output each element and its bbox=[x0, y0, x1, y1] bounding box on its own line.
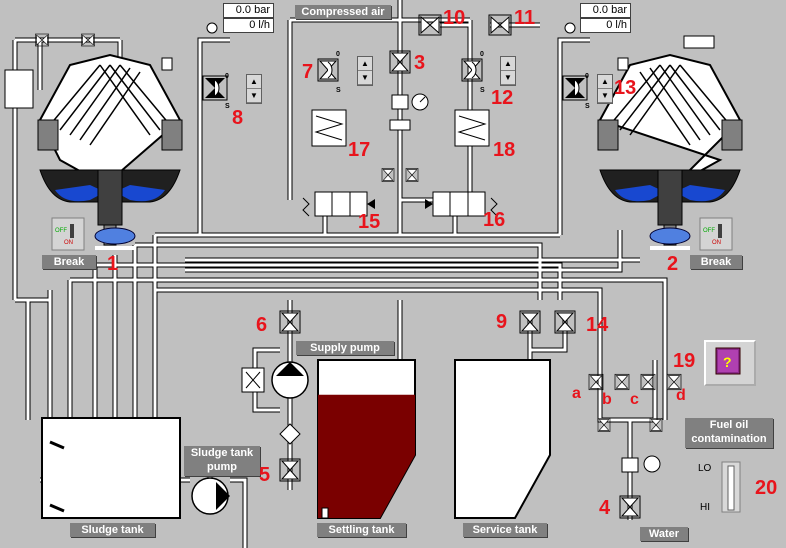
up-arrow-icon[interactable]: ▲ bbox=[501, 57, 515, 71]
label-2: 2 bbox=[667, 253, 679, 275]
label-9: 9 bbox=[496, 311, 508, 333]
svg-text:S: S bbox=[585, 103, 590, 110]
supply-pump-button[interactable] bbox=[268, 362, 312, 400]
left-flow-readout: 0 l/h bbox=[223, 18, 274, 33]
svg-text:S: S bbox=[225, 103, 230, 110]
label-12: 12 bbox=[491, 87, 514, 109]
label-6: 6 bbox=[256, 314, 268, 336]
sludge-tank bbox=[41, 417, 181, 519]
sludge-tank-label: Sludge tank bbox=[70, 523, 155, 537]
control-valve-13: 0 S bbox=[562, 73, 590, 110]
label-13: 13 bbox=[614, 77, 637, 99]
svg-text:S: S bbox=[480, 87, 485, 94]
contamination-slider[interactable] bbox=[722, 462, 740, 512]
svg-text:HI: HI bbox=[700, 502, 710, 513]
svg-text:S: S bbox=[336, 87, 341, 94]
compressed-air-label: Compressed air bbox=[295, 5, 391, 19]
right-pressure-readout: 0.0 bar bbox=[580, 3, 631, 18]
valve-7-spinner[interactable]: ▲▼ bbox=[357, 56, 373, 86]
brake-icon-1 bbox=[94, 227, 136, 250]
valve-9[interactable] bbox=[519, 311, 541, 335]
svg-text:OFF: OFF bbox=[55, 228, 67, 234]
valve-6[interactable] bbox=[280, 311, 302, 335]
valve-14[interactable] bbox=[554, 311, 576, 335]
label-11: 11 bbox=[514, 7, 536, 29]
svg-text:0: 0 bbox=[225, 73, 229, 80]
label-17: 17 bbox=[348, 139, 371, 161]
label-1: 1 bbox=[107, 253, 119, 275]
label-3: 3 bbox=[414, 52, 426, 74]
valve-4[interactable] bbox=[620, 496, 642, 520]
valve-10[interactable] bbox=[418, 14, 442, 36]
valve-13-spinner[interactable]: ▲▼ bbox=[597, 74, 613, 104]
contamination-gauge: LO HI bbox=[698, 461, 741, 513]
svg-text:0: 0 bbox=[480, 51, 484, 58]
break-button-2[interactable]: Break bbox=[690, 255, 742, 269]
svg-text:ON: ON bbox=[712, 240, 721, 246]
down-arrow-icon[interactable]: ▼ bbox=[501, 71, 515, 85]
left-pressure-readout: 0.0 bar bbox=[223, 3, 274, 18]
valve-8-spinner[interactable]: ▲▼ bbox=[246, 74, 262, 104]
up-arrow-icon[interactable]: ▲ bbox=[598, 75, 612, 89]
supply-pump bbox=[241, 361, 309, 445]
service-tank-label: Service tank bbox=[463, 523, 547, 537]
sludge-pump-button[interactable] bbox=[190, 478, 232, 516]
sludge-tank-pump-label: Sludge tank pump bbox=[184, 446, 260, 476]
service-tank bbox=[454, 359, 551, 519]
label-18: 18 bbox=[493, 139, 516, 161]
valve-3[interactable] bbox=[390, 50, 412, 74]
svg-text:0: 0 bbox=[585, 73, 589, 80]
three-way-valve-16 bbox=[425, 191, 498, 217]
control-valve-8: 0 S bbox=[202, 73, 230, 110]
svg-text:LO: LO bbox=[698, 463, 712, 474]
valve-11[interactable] bbox=[488, 14, 512, 36]
label-b: b bbox=[602, 391, 612, 408]
label-20: 20 bbox=[755, 477, 778, 499]
brake-icon-2 bbox=[649, 227, 691, 250]
water-label: Water bbox=[640, 527, 688, 541]
down-arrow-icon[interactable]: ▼ bbox=[358, 71, 372, 85]
three-way-valve-15 bbox=[302, 191, 375, 217]
power-switch-1: OFF ON bbox=[51, 217, 85, 251]
heater-18 bbox=[454, 109, 490, 147]
svg-text:0: 0 bbox=[336, 51, 340, 58]
label-7: 7 bbox=[302, 61, 314, 83]
sludge-tank-pump bbox=[191, 477, 230, 515]
svg-text:?: ? bbox=[723, 354, 732, 370]
break-button-1[interactable]: Break bbox=[42, 255, 96, 269]
valve-5[interactable] bbox=[280, 459, 302, 483]
heater-17 bbox=[311, 109, 347, 147]
down-arrow-icon[interactable]: ▼ bbox=[247, 89, 261, 103]
label-d: d bbox=[676, 387, 686, 404]
oil-level-fill bbox=[318, 394, 415, 518]
down-arrow-icon[interactable]: ▼ bbox=[598, 89, 612, 103]
label-4: 4 bbox=[599, 497, 611, 519]
label-16: 16 bbox=[483, 209, 506, 231]
settling-tank bbox=[317, 359, 416, 519]
fuel-oil-contamination-label: Fuel oil contamination bbox=[685, 418, 773, 448]
up-arrow-icon[interactable]: ▲ bbox=[358, 57, 372, 71]
supply-pump-label: Supply pump bbox=[296, 341, 394, 355]
settling-tank-label: Settling tank bbox=[317, 523, 406, 537]
label-19: 19 bbox=[673, 350, 696, 372]
label-5: 5 bbox=[259, 464, 271, 486]
label-a: a bbox=[572, 385, 581, 402]
control-valve-7: 0 S bbox=[317, 51, 341, 94]
svg-text:ON: ON bbox=[64, 240, 73, 246]
label-14: 14 bbox=[586, 314, 609, 336]
help-book-icon[interactable]: ? bbox=[704, 340, 756, 386]
label-15: 15 bbox=[358, 211, 381, 233]
svg-text:OFF: OFF bbox=[703, 228, 715, 234]
right-flow-readout: 0 l/h bbox=[580, 18, 631, 33]
label-10: 10 bbox=[443, 7, 466, 29]
valve-12-spinner[interactable]: ▲▼ bbox=[500, 56, 516, 86]
power-switch-2: OFF ON bbox=[699, 217, 733, 251]
label-c: c bbox=[630, 391, 639, 408]
label-8: 8 bbox=[232, 107, 244, 129]
separator-1 bbox=[37, 53, 183, 246]
up-arrow-icon[interactable]: ▲ bbox=[247, 75, 261, 89]
control-valve-12: 0 S bbox=[461, 51, 485, 94]
